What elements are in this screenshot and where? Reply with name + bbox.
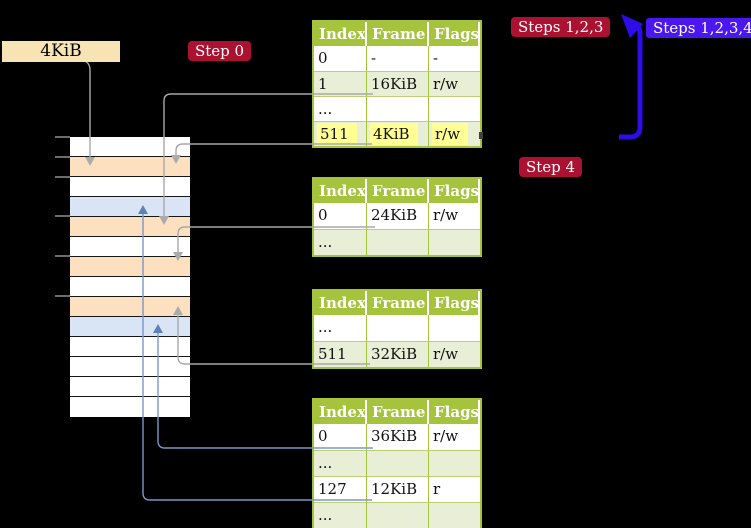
memory-row [70, 397, 190, 417]
table-row: ... [314, 450, 480, 476]
table-cell: 16KiB [367, 71, 429, 96]
table-cell: ... [314, 450, 367, 476]
table-cell [429, 450, 480, 476]
recursive-steps-arrow [619, 20, 643, 140]
column-header: Flags [429, 400, 478, 424]
memory-row [70, 277, 190, 297]
table-cell: 0 [314, 424, 367, 450]
table-cell: 511 [314, 121, 367, 146]
table-cell: 0 [314, 46, 367, 71]
table-cell: ... [314, 96, 367, 121]
table-row: ... [314, 315, 480, 341]
column-header: Frame [367, 291, 429, 315]
table-cell: r [429, 476, 480, 502]
column-header: Flags [429, 179, 478, 203]
table-cell [367, 96, 429, 121]
memory-row [70, 297, 190, 317]
table-cell: 127 [314, 476, 367, 502]
table-cell: 0 [314, 203, 367, 229]
highlighted-value: 511 [317, 123, 357, 145]
memory-row [70, 177, 190, 197]
memory-row [70, 217, 190, 237]
highlighted-value: 4KiB [370, 123, 418, 145]
table-cell: 36KiB [367, 424, 429, 450]
table-cell: ... [314, 315, 367, 341]
column-header: Index [314, 179, 367, 203]
column-header: Frame [367, 179, 429, 203]
table-cell [367, 450, 429, 476]
table-cell: - [367, 46, 429, 71]
table-cell: r/w [429, 341, 480, 367]
table-cell: 4KiB [367, 121, 429, 146]
table-cell: 12KiB [367, 476, 429, 502]
table-cell: r/w [429, 71, 480, 96]
table-cell: r/w [433, 427, 459, 445]
table-row: ... [314, 229, 480, 255]
steps-1234-label: Steps 1,2,3,4 [646, 18, 751, 38]
table-row: ... [314, 96, 480, 121]
steps-123-label: Steps 1,2,3 [511, 17, 611, 37]
table-cell: ... [314, 229, 367, 255]
column-header: Frame [367, 22, 429, 46]
table-cell [367, 315, 429, 341]
memory-row [70, 337, 190, 357]
memory-tick-marks [55, 136, 70, 297]
step0-label: Step 0 [188, 41, 252, 61]
table-cell: r/w [429, 121, 480, 146]
table-cell: 32KiB [367, 341, 429, 367]
memory-row [70, 137, 190, 157]
memory-row [70, 377, 190, 397]
table-cell: r/w [433, 206, 459, 224]
memory-row [70, 237, 190, 257]
column-header: Index [314, 291, 367, 315]
memory-row [70, 317, 190, 337]
table-cell: 1 [314, 71, 367, 96]
memory-row [70, 157, 190, 177]
physical-memory-column [70, 137, 190, 417]
table-cell [429, 502, 480, 528]
highlighted-value: r/w [432, 123, 469, 145]
table-cell: 511 [314, 341, 367, 367]
table-cell: 24KiB [367, 203, 429, 229]
table-row: 0-- [314, 46, 480, 71]
table-cell [429, 229, 480, 255]
table-row: ... [314, 502, 480, 528]
arrowhead-icon [621, 14, 643, 38]
table-cell: ... [314, 502, 367, 528]
column-header: Frame [367, 400, 429, 424]
table-cell [429, 96, 480, 121]
memory-row [70, 197, 190, 217]
memory-row [70, 257, 190, 277]
table-cell: - [433, 49, 439, 67]
table-cell [367, 502, 429, 528]
table-cell [367, 229, 429, 255]
column-header: Flags [429, 22, 478, 46]
memory-row [70, 357, 190, 377]
column-header: Flags [429, 291, 478, 315]
column-header: Index [314, 22, 367, 46]
table-row: 511 4KiB r/w [314, 121, 480, 146]
column-header: Index [314, 400, 367, 424]
frame-size-box: 4KiB [2, 41, 120, 62]
table-cell [429, 315, 480, 341]
step4-label: Step 4 [519, 157, 583, 177]
